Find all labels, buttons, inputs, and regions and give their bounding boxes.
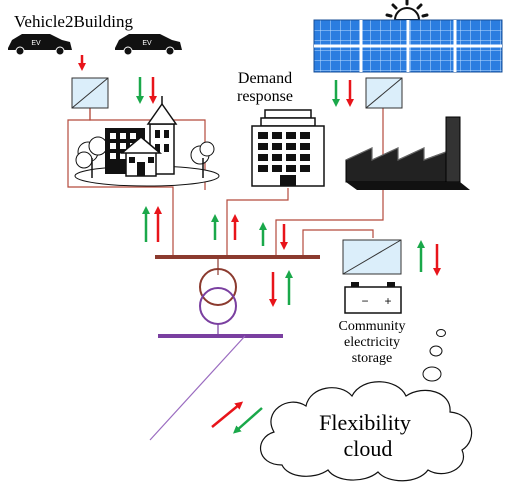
ev-badge-right: EV (142, 40, 152, 47)
battery-minus: − (361, 294, 368, 308)
transformer (199, 268, 237, 325)
converter-pv (365, 77, 403, 109)
storage-label-line2: electricity (344, 335, 400, 350)
vehicle2building-label: Vehicle2Building (14, 12, 133, 31)
demand-response-building-icon (251, 109, 325, 187)
cloud-label-line2: cloud (344, 436, 393, 461)
demand-response-label-line1: Demand (238, 70, 292, 87)
thought-bubbles (422, 329, 446, 382)
wire-demand (226, 188, 289, 257)
ev-car-left: EV (8, 34, 72, 56)
building-cluster-icon (74, 96, 220, 187)
demand-response-label-line2: response (237, 88, 293, 105)
ev-car-right: EV (115, 34, 182, 56)
battery-icon: − + (344, 282, 402, 314)
sun-icon (385, 0, 429, 21)
cloud-label-line1: Flexibility (319, 410, 411, 435)
arrow-cloud-up-red (211, 401, 244, 428)
mv-line (149, 335, 246, 441)
storage-label-line1: Community (339, 319, 406, 334)
arrow-cloud-down-green (233, 407, 263, 434)
solar-panel-icon (313, 19, 503, 73)
converter-ev (71, 77, 109, 109)
ev-badge-left: EV (31, 40, 41, 47)
flow-arrows (78, 55, 441, 434)
wire-storage (302, 229, 374, 257)
storage-label-line3: storage (352, 351, 392, 366)
factory-icon (345, 116, 470, 190)
battery-plus: + (384, 294, 391, 308)
flexibility-cloud-icon: Flexibility cloud (259, 381, 473, 482)
converter-storage (342, 239, 402, 275)
